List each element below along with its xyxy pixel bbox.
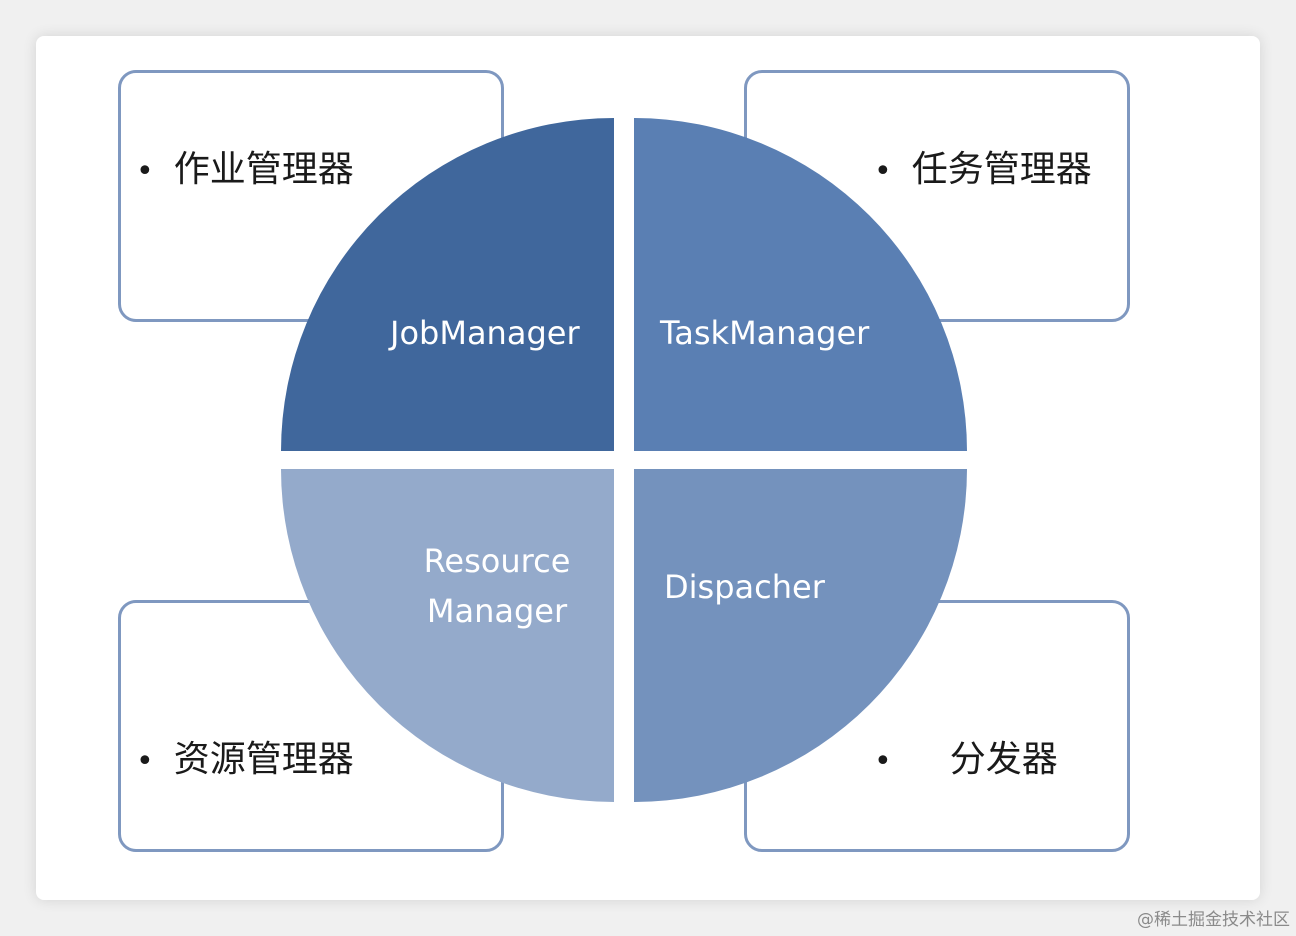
task-manager-box-label: • 任务管理器 bbox=[874, 140, 1092, 192]
dispatcher-box-label: • 分发器 bbox=[874, 730, 1058, 782]
resource-manager-box-label: • 资源管理器 bbox=[136, 730, 354, 782]
resource-label-line1: Resource bbox=[423, 542, 571, 580]
quadrant-resource-manager bbox=[281, 469, 614, 802]
resource-label-line2: Manager bbox=[426, 592, 568, 630]
watermark: @稀土掘金技术社区 bbox=[1137, 910, 1290, 930]
quadrant-job-manager bbox=[281, 118, 614, 451]
job-manager-box-text: 作业管理器 bbox=[173, 149, 354, 190]
job-manager-box-label: • 作业管理器 bbox=[136, 140, 354, 192]
bullet: • bbox=[874, 744, 892, 779]
quadrant-job-manager-label: JobManager bbox=[390, 314, 580, 352]
bullet: • bbox=[874, 154, 892, 189]
quadrant-dispatcher-label: Dispacher bbox=[664, 568, 825, 606]
bullet: • bbox=[136, 744, 154, 779]
bullet: • bbox=[136, 154, 154, 189]
task-manager-box-text: 任务管理器 bbox=[911, 149, 1092, 190]
quadrant-dispatcher bbox=[634, 469, 967, 802]
quadrant-task-manager bbox=[634, 118, 967, 451]
quadrant-task-manager-label: TaskManager bbox=[660, 314, 870, 352]
dispatcher-box-text: 分发器 bbox=[949, 739, 1058, 780]
resource-manager-box-text: 资源管理器 bbox=[173, 739, 354, 780]
